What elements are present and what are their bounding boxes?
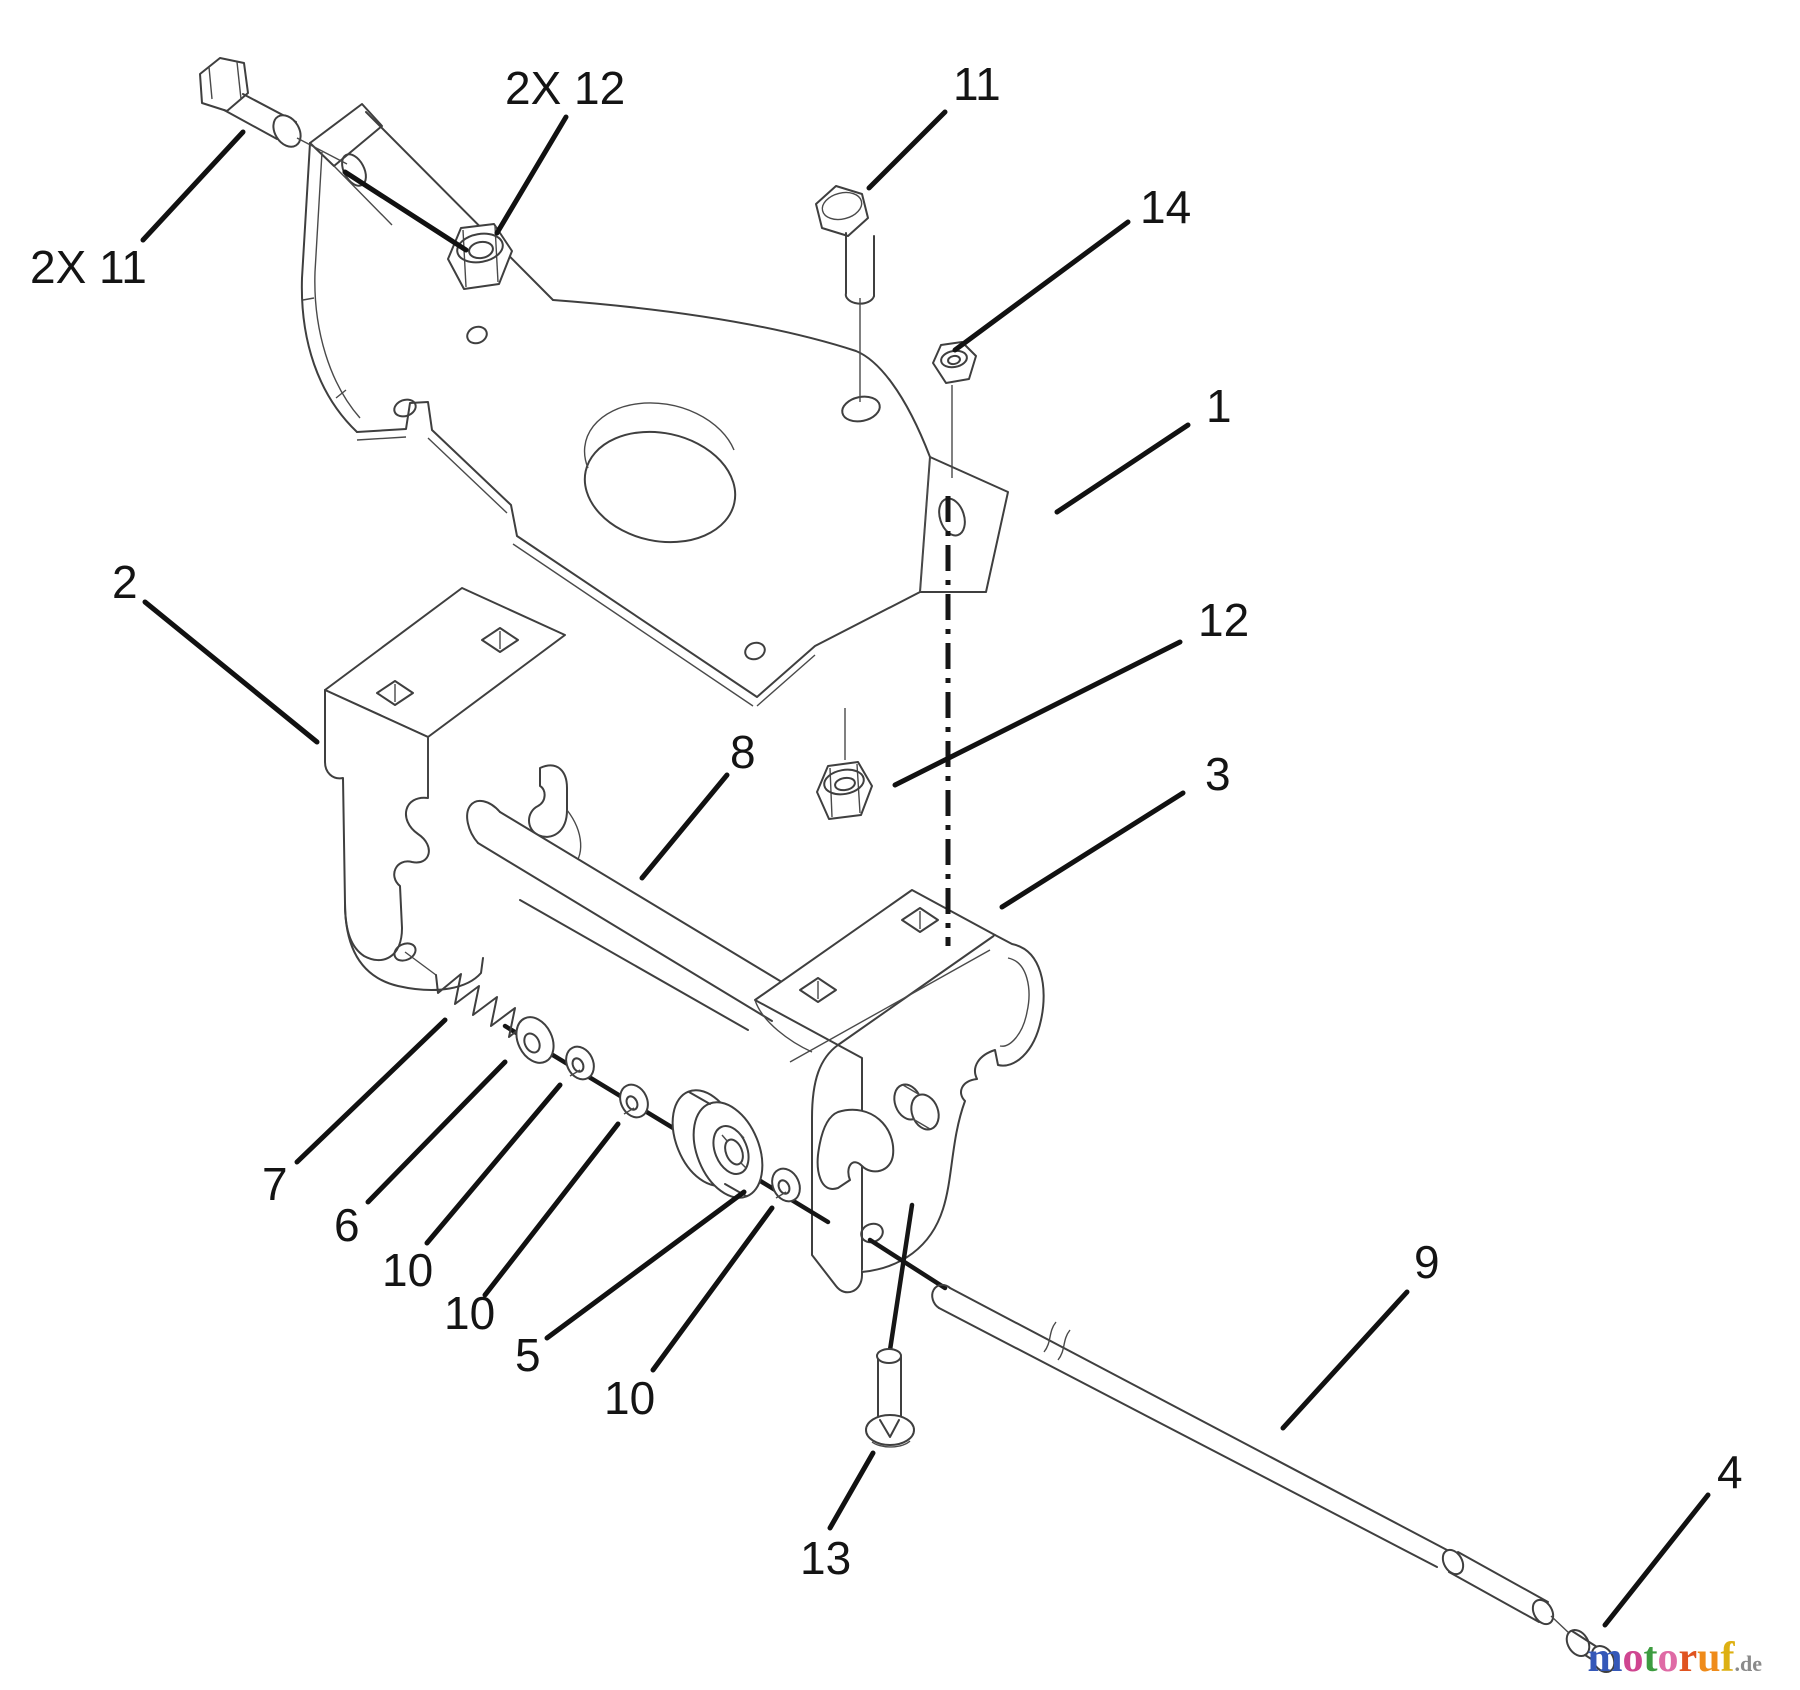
nut-14-drawing bbox=[932, 341, 977, 478]
leader-line-bolt-13 bbox=[827, 1450, 876, 1531]
motoruf-logo[interactable]: motoruf.de bbox=[1587, 1634, 1762, 1682]
logo-letter: u bbox=[1697, 1635, 1721, 1681]
hole-to-nut-indicator-line bbox=[342, 169, 469, 253]
motoruf-logo-suffix: .de bbox=[1734, 1651, 1763, 1676]
nut-12-drawing bbox=[816, 708, 873, 820]
part-label-ring-10b: 10 bbox=[444, 1287, 495, 1339]
leader-line-pulley-5 bbox=[544, 1189, 747, 1341]
leader-line-plate-1 bbox=[1054, 422, 1191, 515]
leader-line-bolt-2x11 bbox=[140, 129, 246, 243]
part-label-bolt-11: 11 bbox=[953, 58, 1001, 110]
logo-letter: m bbox=[1587, 1635, 1623, 1681]
e-ring-10c-drawing bbox=[771, 1167, 801, 1203]
part-label-cap-4: 4 bbox=[1717, 1446, 1743, 1498]
part-label-rod-9: 9 bbox=[1414, 1236, 1440, 1288]
leader-line-ring-10a bbox=[424, 1082, 563, 1246]
leader-line-nut-2x12 bbox=[494, 114, 569, 236]
leader-line-bracket-2 bbox=[142, 599, 320, 745]
part-label-ring-10a: 10 bbox=[382, 1244, 433, 1296]
leader-line-nut-12 bbox=[892, 639, 1183, 788]
bracket-3-arm bbox=[519, 869, 773, 1031]
part-label-pulley-5: 5 bbox=[515, 1329, 541, 1381]
leader-line-washer-6 bbox=[365, 1059, 508, 1205]
part-label-washer-6: 6 bbox=[334, 1199, 360, 1251]
part-label-spring-7: 7 bbox=[262, 1158, 288, 1210]
leader-line-ring-10b bbox=[482, 1121, 621, 1298]
leader-line-rod-8 bbox=[639, 772, 730, 881]
part-label-nut-12: 12 bbox=[1198, 594, 1249, 646]
logo-letter: o bbox=[1622, 1635, 1644, 1681]
rod-8-drawing bbox=[466, 799, 796, 1022]
part-label-bolt-13: 13 bbox=[800, 1532, 851, 1584]
logo-letter: o bbox=[1657, 1635, 1679, 1681]
idler-axis-assembly bbox=[404, 951, 831, 1225]
bracket-2-drawing bbox=[324, 587, 582, 991]
leader-line-nut-14 bbox=[952, 219, 1131, 353]
part-label-nut-14: 14 bbox=[1140, 181, 1191, 233]
part-label-bracket-2: 2 bbox=[112, 556, 138, 608]
plate-1-drawing bbox=[300, 103, 1009, 707]
part-label-bracket-3: 3 bbox=[1205, 748, 1231, 800]
centerline-and-bolt-13 bbox=[865, 496, 951, 1448]
logo-letter: t bbox=[1643, 1635, 1658, 1681]
bracket-3-drawing bbox=[754, 889, 1045, 1294]
callout-leader-lines bbox=[140, 109, 1711, 1628]
part-label-plate-1: 1 bbox=[1206, 380, 1232, 432]
leader-line-cap-4 bbox=[1602, 1492, 1711, 1628]
cap-4-drawing bbox=[1565, 1628, 1616, 1674]
logo-letter: f bbox=[1720, 1635, 1735, 1681]
spring-7-drawing bbox=[435, 973, 533, 1038]
part-label-nut-2x12: 2X 12 bbox=[505, 62, 625, 114]
e-ring-10b-drawing bbox=[619, 1083, 649, 1119]
part-label-rod-8: 8 bbox=[730, 726, 756, 778]
leader-line-ring-10c bbox=[650, 1205, 775, 1373]
bolt-2x11-drawing bbox=[199, 57, 348, 165]
part-label-ring-10c: 10 bbox=[604, 1372, 655, 1424]
bolt-13-drawing bbox=[865, 1348, 915, 1448]
motoruf-logo-text: motoruf bbox=[1587, 1635, 1734, 1681]
e-ring-10a-drawing bbox=[565, 1045, 595, 1081]
part-label-bolt-2x11: 2X 11 bbox=[30, 241, 147, 293]
rod-9-drawing bbox=[867, 1237, 1616, 1674]
leader-line-rod-9 bbox=[1280, 1289, 1410, 1431]
logo-letter: r bbox=[1678, 1635, 1698, 1681]
nut-2x12-drawing bbox=[447, 223, 513, 290]
bolt-11-drawing bbox=[815, 185, 875, 402]
washer-6-drawing bbox=[515, 1016, 555, 1064]
pulley-5-drawing bbox=[671, 1089, 764, 1199]
leader-line-bracket-3 bbox=[999, 790, 1186, 910]
leader-line-spring-7 bbox=[294, 1017, 448, 1165]
leader-line-bolt-11 bbox=[866, 109, 948, 191]
